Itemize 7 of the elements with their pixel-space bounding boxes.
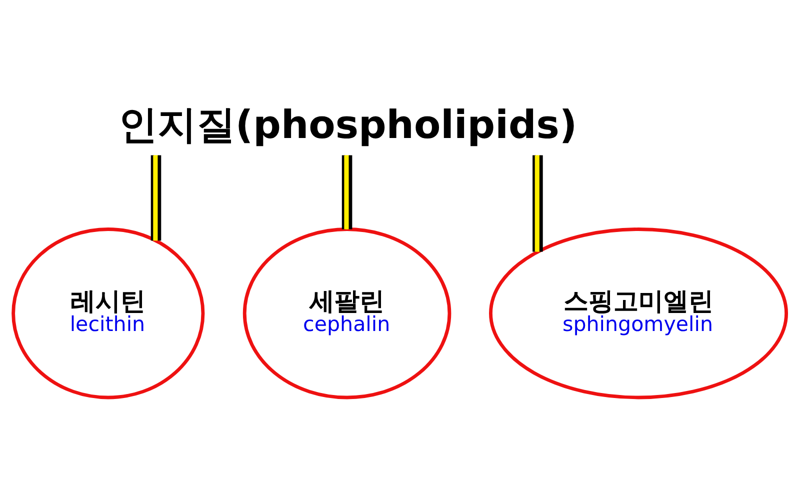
node-ellipse: 레시틴 lecithin bbox=[12, 227, 205, 399]
connector bbox=[342, 154, 352, 229]
connector bbox=[150, 154, 162, 240]
connector bbox=[532, 154, 543, 252]
node-ellipse: 스핑고미엘린 sphingomyelin bbox=[489, 227, 788, 399]
node-ellipse: 세팔린 cephalin bbox=[242, 227, 452, 399]
node-text: 인지질(phospholipids) bbox=[118, 102, 578, 148]
